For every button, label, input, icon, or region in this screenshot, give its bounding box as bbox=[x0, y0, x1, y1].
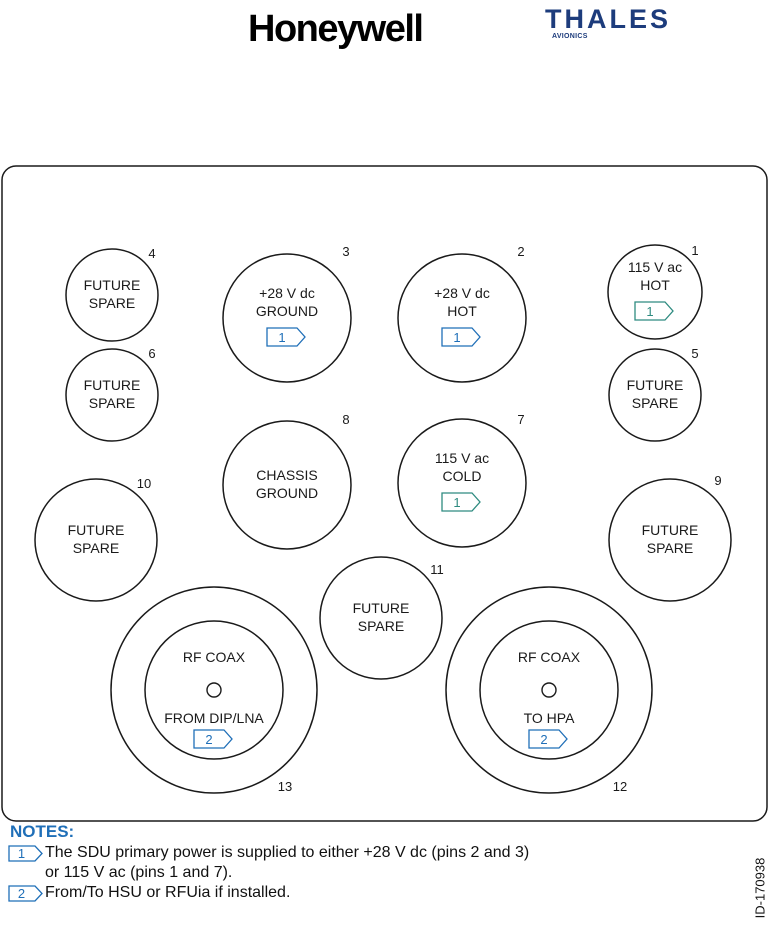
note-1-line-1: The SDU primary power is supplied to eit… bbox=[45, 844, 530, 861]
pin-8-outer-ring bbox=[222, 420, 352, 550]
note-flag-icon: 2 bbox=[193, 729, 233, 749]
pin-number: 3 bbox=[342, 244, 349, 259]
pin-label: SPARE bbox=[89, 395, 135, 411]
pin-label: FUTURE bbox=[84, 377, 141, 393]
note-flag-number: 1 bbox=[453, 495, 460, 510]
note-marker-1: 1 bbox=[8, 845, 44, 862]
pin-11-outer-ring bbox=[319, 556, 443, 680]
note-1-line-2: or 115 V ac (pins 1 and 7). bbox=[45, 864, 233, 881]
pin-label: SPARE bbox=[632, 395, 678, 411]
pin-label: FROM DIP/LNA bbox=[164, 710, 264, 726]
pin-9-outer-ring bbox=[608, 478, 732, 602]
note-flag-icon: 1 bbox=[441, 492, 481, 512]
pin-number: 11 bbox=[430, 562, 444, 577]
pin-number: 6 bbox=[148, 346, 155, 361]
pin-number: 12 bbox=[613, 779, 627, 794]
pin-13-outer-ring bbox=[110, 586, 318, 794]
pin-number: 5 bbox=[691, 346, 698, 361]
pin-label: FUTURE bbox=[84, 277, 141, 293]
note-flag-icon bbox=[8, 845, 43, 862]
pin-label: RF COAX bbox=[183, 649, 246, 665]
pin-number: 2 bbox=[517, 244, 524, 259]
pin-label: SPARE bbox=[73, 540, 119, 556]
honeywell-logo: Honeywell bbox=[248, 8, 424, 50]
pin-10-outer-ring bbox=[34, 478, 158, 602]
pin-label: FUTURE bbox=[627, 377, 684, 393]
note-2: 2 From/To HSU or RFUia if installed. bbox=[8, 883, 728, 903]
pin-number: 9 bbox=[714, 473, 721, 488]
thales-logo: THALES bbox=[545, 4, 671, 34]
pin-12-outer-ring bbox=[445, 586, 653, 794]
pin-number: 13 bbox=[278, 779, 292, 794]
coax-center-contact bbox=[541, 682, 557, 698]
note-flag-number: 2 bbox=[540, 732, 547, 747]
note-marker-2: 2 bbox=[8, 885, 44, 902]
pin-label: FUTURE bbox=[642, 522, 699, 538]
note-flag-icon: 1 bbox=[634, 301, 674, 321]
pin-label: GROUND bbox=[256, 485, 318, 501]
pin-1: 1 115 V ac HOT 1 bbox=[607, 243, 703, 340]
pin-label: SPARE bbox=[358, 618, 404, 634]
pin-label: RF COAX bbox=[518, 649, 581, 665]
thales-logo-subtitle: AVIONICS bbox=[552, 33, 588, 40]
pin-12: 12 RF COAX TO HPA 2 bbox=[445, 586, 653, 794]
note-flag-number: 1 bbox=[278, 330, 285, 345]
pin-number: 10 bbox=[137, 476, 151, 491]
pin-label: SPARE bbox=[647, 540, 693, 556]
pin-13: 13 RF COAX FROM DIP/LNA 2 bbox=[110, 586, 318, 794]
connector-outline bbox=[1, 165, 768, 822]
pin-label: GROUND bbox=[256, 303, 318, 319]
pin-number: 1 bbox=[691, 243, 698, 258]
pin-label: 115 V ac bbox=[628, 259, 682, 275]
notes-section: NOTES: 1 The SDU primary power is suppli… bbox=[8, 822, 728, 903]
pin-2-outer-ring bbox=[397, 253, 527, 383]
pin-label: HOT bbox=[447, 303, 477, 319]
pin-1-outer-ring bbox=[607, 244, 703, 340]
pin-12-inner-ring bbox=[479, 620, 619, 760]
pin-5-outer-ring bbox=[608, 348, 702, 442]
note-flag-number: 1 bbox=[646, 304, 653, 319]
notes-title: NOTES: bbox=[10, 822, 75, 841]
note-flag-icon bbox=[8, 885, 43, 902]
pin-7-outer-ring bbox=[397, 418, 527, 548]
pin-3: 3 +28 V dc GROUND 1 bbox=[222, 244, 352, 383]
pin-13-inner-ring bbox=[144, 620, 284, 760]
pin-6-outer-ring bbox=[65, 348, 159, 442]
note-1: 1 The SDU primary power is supplied to e… bbox=[8, 843, 728, 883]
pin-3-outer-ring bbox=[222, 253, 352, 383]
pin-2: 2 +28 V dc HOT 1 bbox=[397, 244, 527, 383]
pin-label: TO HPA bbox=[524, 710, 575, 726]
pin-label: HOT bbox=[640, 277, 670, 293]
pin-label: +28 V dc bbox=[259, 285, 315, 301]
pin-label: SPARE bbox=[89, 295, 135, 311]
note-flag-icon: 1 bbox=[441, 327, 481, 347]
coax-center-contact bbox=[206, 682, 222, 698]
pin-number: 4 bbox=[148, 246, 155, 261]
note-flag-number: 2 bbox=[205, 732, 212, 747]
pin-label: COLD bbox=[443, 468, 482, 484]
pin-number: 7 bbox=[517, 412, 524, 427]
document-id: ID-170938 bbox=[752, 857, 768, 919]
note-flag-icon: 1 bbox=[266, 327, 306, 347]
pin-label: +28 V dc bbox=[434, 285, 490, 301]
pin-label: FUTURE bbox=[353, 600, 410, 616]
pin-label: CHASSIS bbox=[256, 467, 317, 483]
note-2-line-1: From/To HSU or RFUia if installed. bbox=[45, 884, 291, 901]
pin-4-outer-ring bbox=[65, 248, 159, 342]
pin-7: 7 115 V ac COLD 1 bbox=[397, 412, 527, 548]
pin-number: 8 bbox=[342, 412, 349, 427]
note-flag-icon: 2 bbox=[528, 729, 568, 749]
pin-label: 115 V ac bbox=[435, 450, 489, 466]
pin-label: FUTURE bbox=[68, 522, 125, 538]
note-flag-number: 1 bbox=[453, 330, 460, 345]
